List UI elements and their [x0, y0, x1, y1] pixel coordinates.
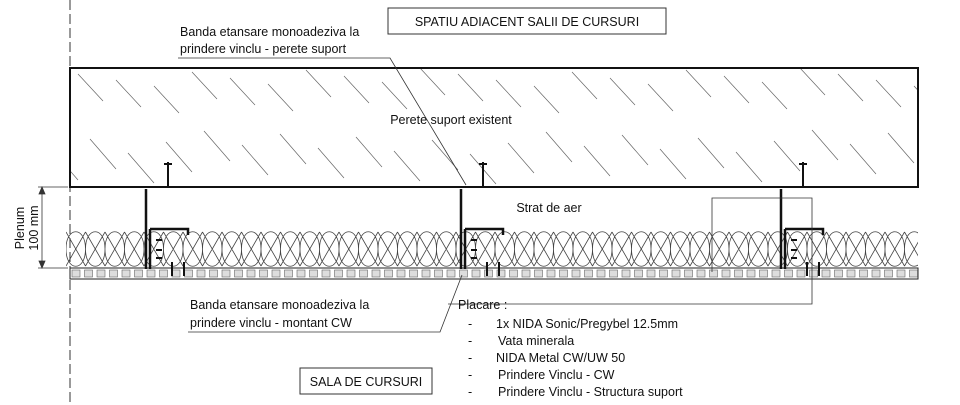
cw-studs [144, 162, 825, 276]
svg-text:-: - [468, 368, 472, 382]
adjacent-space-box [387, 7, 667, 35]
svg-text:-: - [468, 317, 472, 331]
tape-bottom-label-1: Banda etansare monoadeziva la [190, 298, 369, 312]
legend-item: Prindere Vinclu - CW [498, 368, 615, 382]
plenum-value: 100 mm [27, 205, 41, 250]
legend-item: 1x NIDA Sonic/Pregybel 12.5mm [496, 317, 678, 331]
legend-item: Vata minerala [498, 334, 574, 348]
gypsum-board [69, 267, 919, 280]
svg-text:-: - [468, 334, 472, 348]
air-layer-label: Strat de aer [516, 201, 581, 215]
svg-text:-: - [468, 351, 472, 365]
legend-item: Prindere Vinclu - Structura suport [498, 385, 683, 399]
legend-list: - 1x NIDA Sonic/Pregybel 12.5mm - Vata min… [468, 317, 683, 399]
plenum-dimension [38, 185, 68, 270]
classroom-label: SALA DE CURSURI [310, 375, 423, 389]
classroom-box [299, 367, 433, 395]
tape-bottom-label-2: prindere vinclu - montant CW [190, 316, 352, 330]
tape-top-label-2: prindere vinclu - perete suport [180, 42, 347, 56]
support-wall [69, 67, 919, 188]
legend-item: NIDA Metal CW/UW 50 [496, 351, 625, 365]
svg-text:-: - [468, 385, 472, 399]
legend-title: Placare : [458, 298, 507, 312]
plenum-label: Plenum [13, 207, 27, 249]
leader-lines [178, 57, 813, 333]
tape-top-label-1: Banda etansare monoadeziva la [180, 25, 359, 39]
support-wall-label: Perete suport existent [390, 113, 512, 127]
adjacent-space-label: SPATIU ADIACENT SALII DE CURSURI [415, 15, 639, 29]
